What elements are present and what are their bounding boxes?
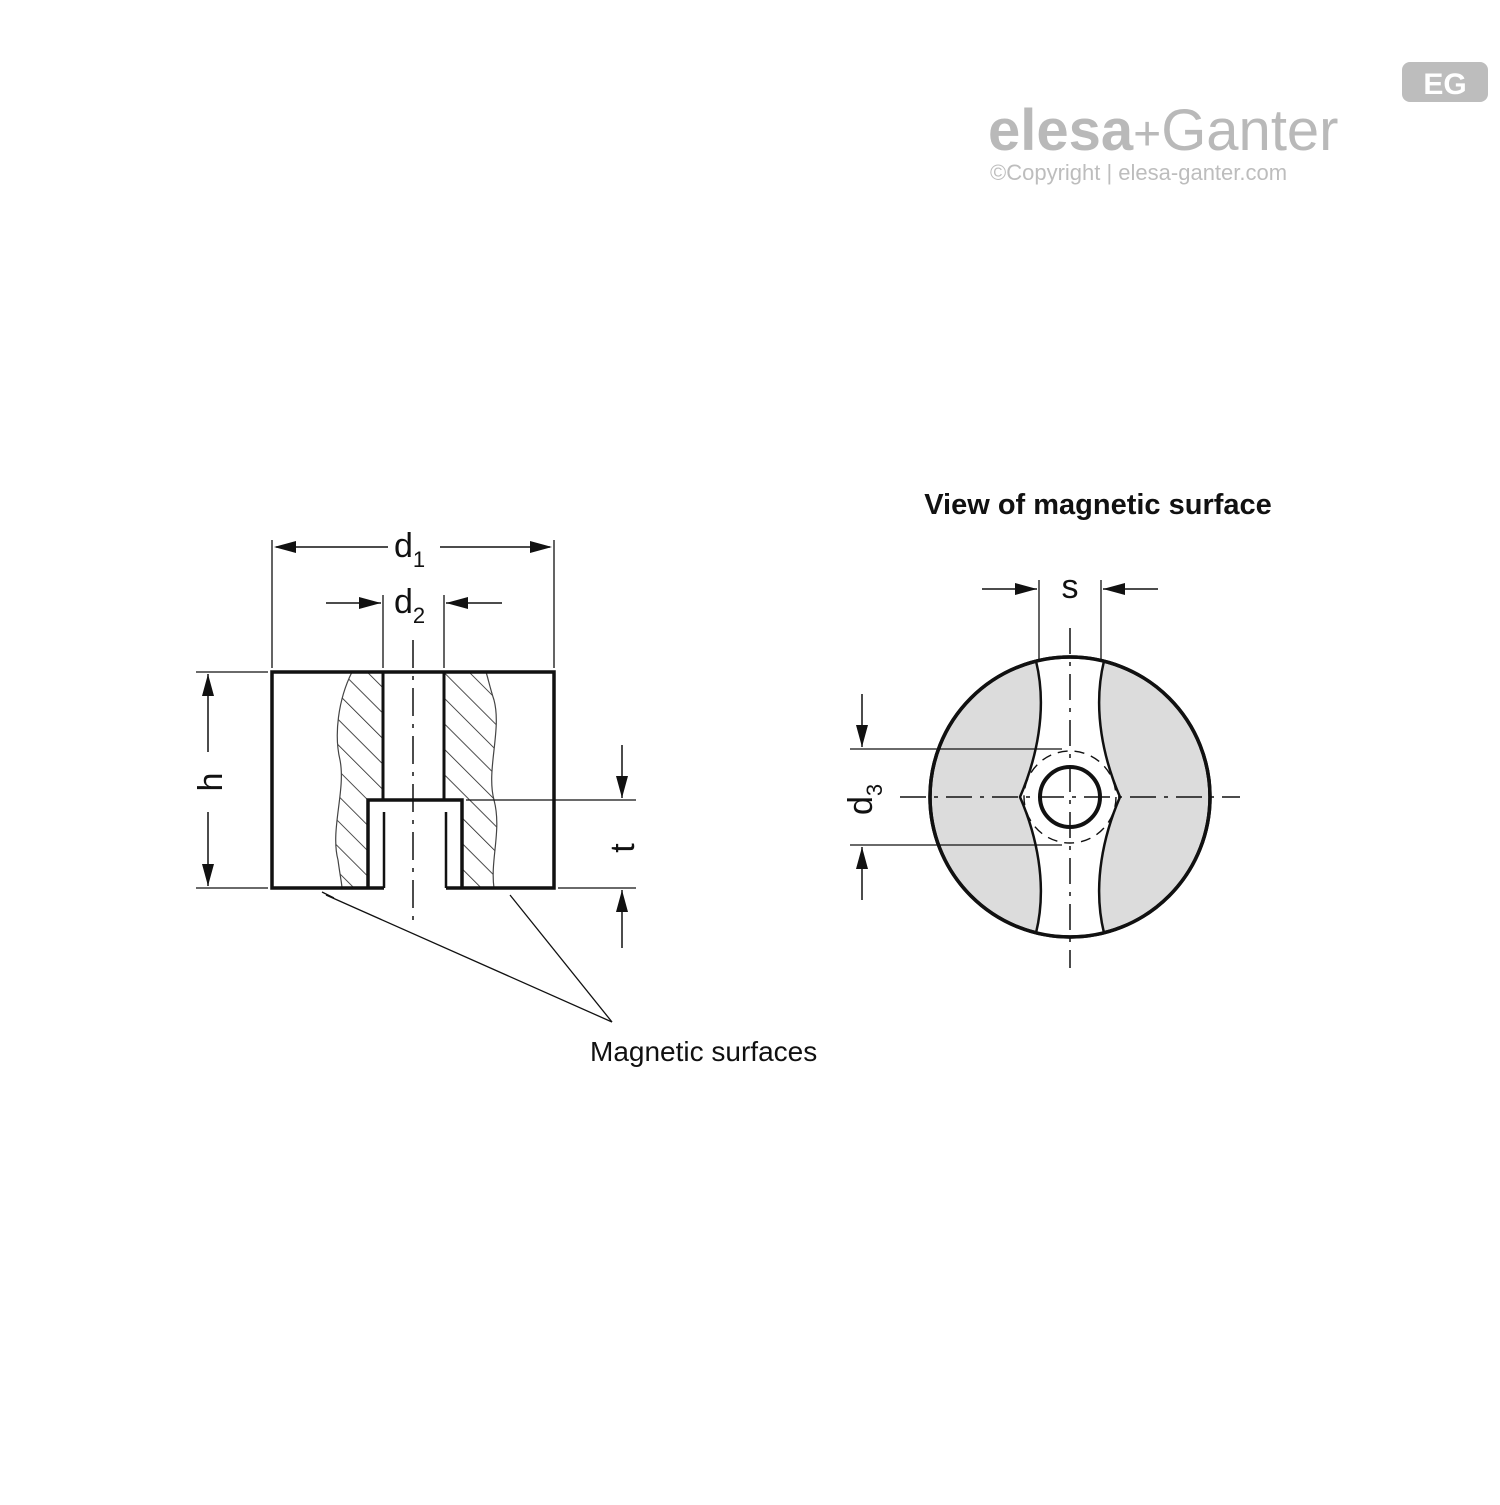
logo-plus: + [1133, 108, 1161, 161]
logo-badge-box [1402, 62, 1488, 102]
label-t: t [604, 843, 642, 853]
section-view [196, 540, 636, 1023]
logo-wordmark: elesa+Ganter [988, 98, 1339, 163]
logo-badge-text: EG [1423, 68, 1466, 101]
label-s: s [1062, 568, 1079, 606]
logo-copyright: ©Copyright | elesa-ganter.com [990, 160, 1287, 185]
label-h: h [192, 773, 230, 792]
hidden-counterbore [1023, 750, 1117, 844]
recess-outline [366, 798, 464, 888]
label-d1: d1 [394, 527, 425, 572]
elesa-ganter-logo: EG elesa+Ganter ©Copyright | elesa-gante… [988, 62, 1488, 185]
leader-line-right [509, 894, 613, 1023]
hatch-region-right [443, 671, 498, 889]
label-d2: d2 [394, 583, 425, 628]
logo-brand-left: elesa [988, 98, 1134, 163]
logo-brand-right: Ganter [1161, 98, 1338, 163]
label-d3: d3 [842, 784, 887, 815]
magnetic-surfaces-callout: Magnetic surfaces [590, 1036, 817, 1067]
face-view-title: View of magnetic surface [924, 489, 1272, 521]
hatch-region-left [335, 671, 384, 889]
leader-line-left [325, 894, 613, 1023]
face-view [850, 580, 1240, 968]
